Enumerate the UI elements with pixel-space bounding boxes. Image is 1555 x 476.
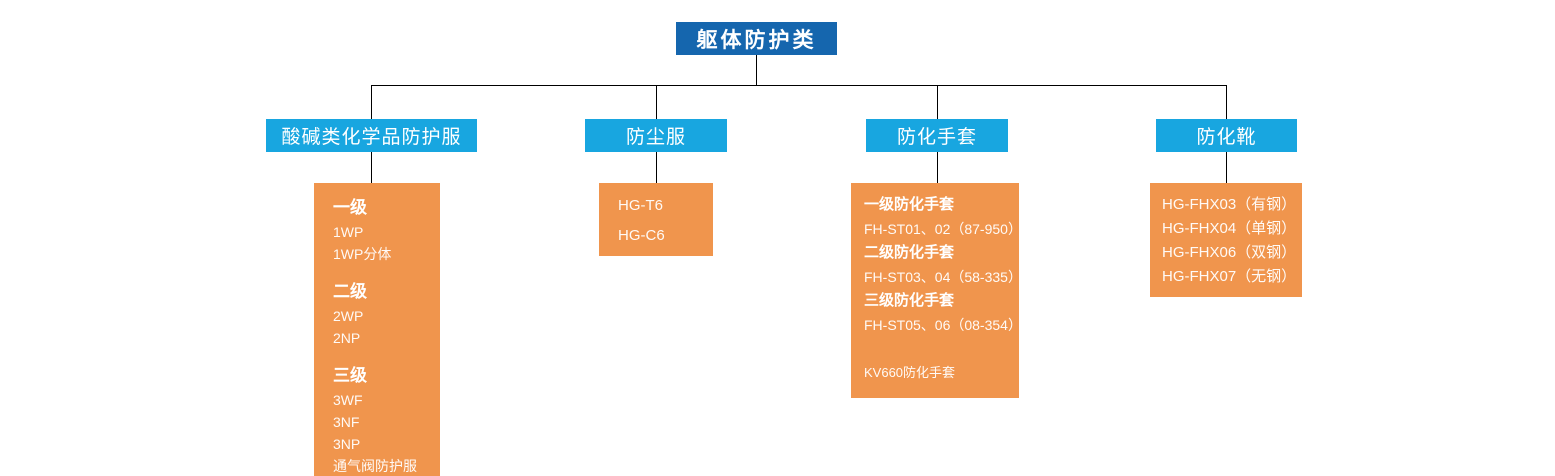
category-header-protective-clothing: 酸碱类化学品防护服: [266, 119, 477, 152]
panel-item: 1WP: [333, 224, 364, 240]
panel-item: HG-FHX03（有钢）: [1162, 196, 1297, 213]
connector-stub-category-3: [937, 85, 938, 119]
panel-item: FH-ST05、06（08-354）: [864, 317, 1022, 333]
panel-item: 2WP: [333, 308, 364, 324]
category-header-chemical-boots: 防化靴: [1156, 119, 1297, 152]
connector-stub-category-1: [371, 85, 372, 119]
connector-panel-4: [1226, 152, 1227, 183]
connector-stub-category-4: [1226, 85, 1227, 119]
panel-item: HG-FHX04（单钢）: [1162, 220, 1297, 237]
category-panel-chemical-gloves: 一级防化手套 FH-ST01、02（87-950） 二级防化手套 FH-ST03、04…: [851, 183, 1022, 398]
panel-item: 二级: [333, 282, 367, 301]
panel-item: HG-T6: [618, 197, 663, 214]
connector-root-stub: [756, 55, 757, 85]
panel-item: 一级防化手套: [864, 196, 955, 213]
panel-item: HG-FHX06（双钢）: [1162, 244, 1297, 261]
connector-panel-3: [937, 152, 938, 183]
panel-item: 1WP分体: [333, 246, 392, 262]
panel-item: 2NP: [333, 330, 361, 346]
panel-item: 3NF: [333, 414, 360, 430]
panel-item: FH-ST03、04（58-335）: [864, 269, 1022, 285]
panel-item: 3NP: [333, 436, 361, 452]
panel-item: KV660防化手套: [864, 365, 956, 380]
category-header-dustproof-clothing: 防尘服: [585, 119, 727, 152]
connector-rail: [371, 85, 1227, 86]
panel-item: 通气阀防护服: [333, 458, 417, 474]
panel-item: 3WF: [333, 392, 363, 408]
panel-item: 二级防化手套: [864, 244, 955, 261]
category-panel-protective-clothing: 一级 1WP 1WP分体二级 2WP 2NP 三级 3WF 3NF 3NP 通气阀防护服: [314, 183, 440, 476]
panel-item: HG-FHX07（无钢）: [1162, 268, 1297, 285]
panel-item: 一级: [333, 198, 367, 217]
category-panel-chemical-boots: HG-FHX03（有钢） HG-FHX04（单钢） HG-FHX06（双钢） HG-F…: [1150, 183, 1302, 297]
connector-panel-1: [371, 152, 372, 183]
panel-item: 三级防化手套: [864, 292, 955, 309]
connector-panel-2: [656, 152, 657, 183]
root-node: 躯体防护类: [676, 22, 837, 55]
category-header-chemical-gloves: 防化手套: [866, 119, 1008, 152]
panel-item: HG-C6: [618, 227, 665, 244]
panel-item: FH-ST01、02（87-950）: [864, 221, 1022, 237]
panel-item: 三级: [333, 366, 367, 385]
connector-stub-category-2: [656, 85, 657, 119]
